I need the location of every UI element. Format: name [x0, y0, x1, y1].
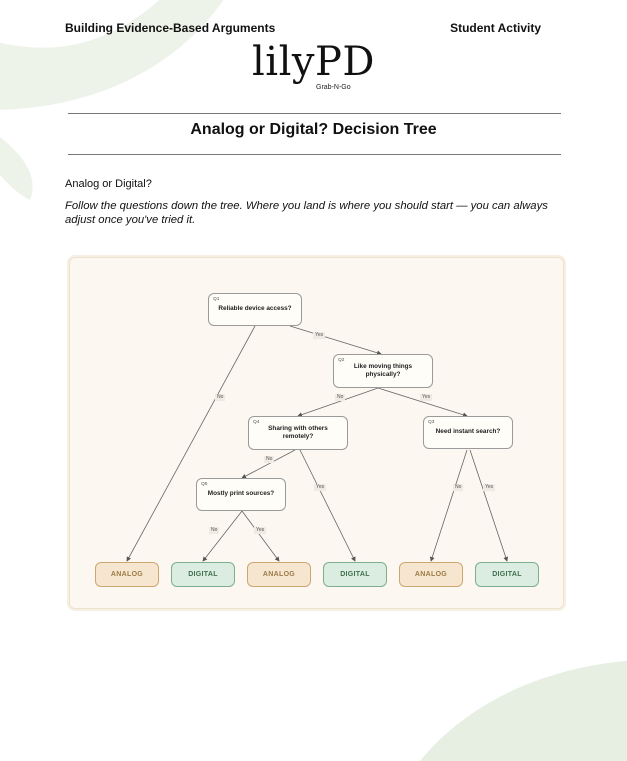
q4-id: Q4 — [253, 420, 260, 425]
q4-text: Sharing with others remotely? — [268, 424, 328, 441]
question-q1: Q1 Reliable device access? — [208, 293, 302, 326]
q5-id: Q5 — [201, 482, 208, 487]
q3-text: Need instant search? — [435, 428, 501, 436]
logo: lilyPD Grab-N-Go — [0, 39, 627, 91]
q2-id: Q2 — [338, 358, 345, 363]
logo-wordmark: lilyPD — [252, 39, 375, 85]
header-left: Building Evidence-Based Arguments — [65, 21, 276, 35]
edge-label-q5-no: No — [209, 527, 220, 534]
q2-text: Like moving things physically? — [353, 362, 413, 379]
leaf-digital-3: DIGITAL — [475, 562, 539, 587]
leaf-analog-2: ANALOG — [247, 562, 311, 587]
edge-label-q3-yes: Yes — [483, 484, 496, 491]
leaf-analog-3: ANALOG — [399, 562, 463, 587]
q5-text: Mostly print sources? — [207, 490, 275, 498]
tree-connectors — [126, 325, 509, 562]
leaf-digital-1: DIGITAL — [171, 562, 235, 587]
question-q4: Q4 Sharing with others remotely? — [248, 416, 348, 450]
edge-label-q2-yes: Yes — [420, 394, 433, 401]
q3-id: Q3 — [428, 420, 435, 425]
top-divider — [68, 113, 561, 114]
edge-label-q3-no: No — [453, 484, 464, 491]
edge-label-q2-no: No — [335, 394, 346, 401]
edge-label-q4-yes: Yes — [314, 484, 327, 491]
lead-text: Analog or Digital? — [65, 178, 152, 190]
q1-text: Reliable device access? — [218, 305, 292, 313]
leaf-analog-1: ANALOG — [95, 562, 159, 587]
instructions-text: Follow the questions down the tree. Wher… — [65, 200, 548, 226]
q1-id: Q1 — [213, 297, 220, 302]
header-right: Student Activity — [450, 21, 541, 35]
edge-label-q4-no: No — [264, 456, 275, 463]
decision-tree: Q1 Reliable device access? Q2 Like movin… — [69, 257, 564, 609]
question-q2: Q2 Like moving things physically? — [333, 354, 433, 388]
question-q3: Q3 Need instant search? — [423, 416, 513, 449]
edge-label-q5-yes: Yes — [254, 527, 267, 534]
edge-label-q1-yes: Yes — [313, 332, 326, 339]
page-title: Analog or Digital? Decision Tree — [190, 121, 437, 138]
edge-label-q1-no: No — [215, 394, 226, 401]
leaf-digital-2: DIGITAL — [323, 562, 387, 587]
question-q5: Q5 Mostly print sources? — [196, 478, 286, 511]
bottom-divider — [68, 154, 561, 155]
logo-tagline: Grab-N-Go — [316, 84, 351, 91]
